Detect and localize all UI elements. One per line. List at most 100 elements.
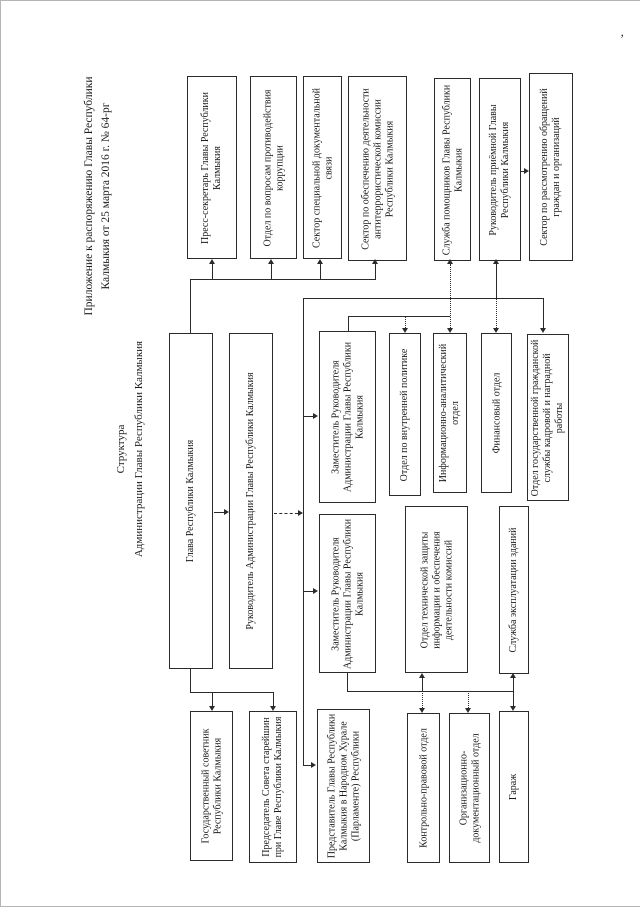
org-box-tech-protection: Отдел технической защиты информации и об… [405, 506, 468, 673]
connector-line [347, 691, 514, 693]
org-box-label: Глава Республики Калмыкия [185, 439, 196, 563]
org-box-org-doc: Организационно-документационный отдел [449, 713, 490, 863]
org-box-info-analytics: Информационно-аналитический отдел [433, 333, 467, 493]
connector-line [214, 512, 224, 514]
document-annotation-text: Приложение к распоряжению Главы Республи… [82, 76, 112, 316]
org-box-deputy1: Заместитель Руководителя Администрации Г… [319, 331, 376, 503]
org-box-assistants: Служба помощников Главы Республики Калмы… [434, 78, 471, 261]
document-title: Структура Администрации Главы Республики… [99, 326, 163, 571]
connector-line [320, 264, 322, 279]
org-box-label: Отдел государственной гражданской службы… [530, 339, 565, 496]
arrow-right-icon [311, 762, 316, 768]
org-box-label: Финансовый отдел [490, 372, 502, 454]
org-box-building-service: Служба эксплуатации зданий [499, 506, 529, 674]
connector-line [422, 691, 423, 708]
org-box-label: Председатель Совета старейшин при Главе … [261, 716, 284, 858]
org-box-label: Служба эксплуатации зданий [508, 527, 519, 653]
arrow-up-icon [510, 673, 516, 678]
connector-line [348, 316, 450, 318]
connector-line [303, 765, 311, 767]
arrow-right-icon [298, 510, 303, 516]
arrow-right-icon [313, 413, 318, 419]
arrow-up-icon [372, 259, 378, 264]
connector-line [496, 264, 498, 298]
arrow-up-icon [493, 259, 499, 264]
connector-line [513, 678, 515, 706]
org-box-label: Государственный советник Республики Калм… [199, 728, 223, 844]
arrow-down-icon [447, 328, 453, 333]
org-box-label: Руководитель Администрации Главы Республ… [245, 372, 256, 630]
connector-line [303, 298, 543, 300]
connector-line [468, 691, 469, 708]
arrow-down-icon [402, 328, 408, 333]
org-box-label: Служба помощников Главы Республики Калмы… [440, 84, 464, 255]
connector-line [212, 264, 214, 279]
connector-line [422, 678, 424, 691]
connector-line [450, 264, 451, 328]
org-box-label: Заместитель Руководителя Администрации Г… [329, 518, 365, 669]
org-box-label: Отдел по внутренней политике [399, 348, 410, 481]
arrow-up-icon [268, 259, 274, 264]
org-box-internal-policy: Отдел по внутренней политике [389, 333, 421, 496]
org-box-label: Контрольно-правовой отдел [417, 728, 429, 848]
org-box-label: Информационно-аналитический отдел [438, 343, 461, 483]
connector-line [212, 692, 214, 706]
connector-line [273, 692, 275, 706]
org-box-state-counselor: Государственный советник Республики Калм… [190, 711, 233, 861]
org-box-special-comm: Сектор специальной документальной связи [303, 76, 342, 259]
org-box-label: Сектор по обеспечению деятельности антит… [359, 87, 395, 250]
org-box-label: Сектор по рассмотрению обращений граждан… [539, 88, 562, 246]
arrow-down-icon [493, 328, 499, 333]
org-box-antiterror: Сектор по обеспечению деятельности антит… [348, 76, 407, 261]
org-box-representative: Представитель Главы Республики Калмыкия … [317, 709, 370, 863]
connector-line [190, 669, 192, 693]
arrow-right-icon [224, 509, 229, 515]
arrow-right-icon [524, 168, 529, 174]
arrow-down-icon [419, 708, 425, 713]
org-box-elders-council: Председатель Совета старейшин при Главе … [249, 711, 297, 863]
document-annotation: Приложение к распоряжению Главы Республи… [56, 51, 140, 341]
connector-line [303, 298, 305, 766]
org-box-label: Пресс-секретарь Главы Республики Калмыки… [200, 91, 223, 244]
connector-line [190, 279, 192, 333]
org-box-finance: Финансовый отдел [481, 333, 512, 493]
connector-line [274, 513, 298, 514]
connector-line [496, 298, 497, 328]
org-box-label: Заместитель Руководителя Администрации Г… [329, 341, 365, 493]
connector-line [521, 171, 525, 173]
org-box-label: Организационно-документационный отдел [457, 733, 481, 843]
org-box-label: Сектор специальной документальной связи [310, 87, 334, 248]
org-box-civil-service: Отдел государственной гражданской службы… [527, 334, 569, 501]
arrow-down-icon [270, 706, 276, 711]
org-box-label: Отдел по вопросам противодействия корруп… [261, 88, 285, 247]
arrow-down-icon [209, 706, 215, 711]
connector-line [543, 298, 545, 328]
arrow-up-icon [447, 259, 453, 264]
org-box-reception-head: Руководитель приёмной Главы Республики К… [479, 78, 521, 261]
arrow-down-icon [510, 706, 516, 711]
org-box-deputy2: Заместитель Руководителя Администрации Г… [319, 514, 376, 673]
connector-line [348, 316, 350, 331]
arrow-up-icon [419, 673, 425, 678]
connector-line [303, 416, 313, 418]
org-box-press-secretary: Пресс-секретарь Главы Республики Калмыки… [187, 76, 237, 259]
arrow-down-icon [540, 328, 546, 333]
org-box-label: Отдел технической защиты информации и об… [418, 530, 454, 649]
connector-line [375, 264, 377, 279]
org-box-admin-head: Руководитель Администрации Главы Республ… [229, 333, 273, 669]
org-box-appeals: Сектор по рассмотрению обращений граждан… [529, 73, 573, 261]
org-box-glava: Глава Республики Калмыкия [169, 333, 213, 669]
org-box-legal-control: Контрольно-правовой отдел [407, 713, 440, 863]
scan-mark: ’ [620, 31, 625, 46]
connector-line [303, 591, 313, 593]
document-title-text: Структура Администрации Главы Республики… [115, 340, 145, 557]
arrow-right-icon [313, 588, 318, 594]
connector-line [347, 673, 349, 691]
connector-line [271, 264, 273, 279]
arrow-down-icon [465, 708, 471, 713]
connector-line [190, 279, 376, 281]
org-box-garage: Гараж [499, 711, 529, 863]
org-box-label: Руководитель приёмной Главы Республики К… [488, 103, 511, 236]
org-box-anticorruption: Отдел по вопросам противодействия корруп… [250, 76, 297, 259]
